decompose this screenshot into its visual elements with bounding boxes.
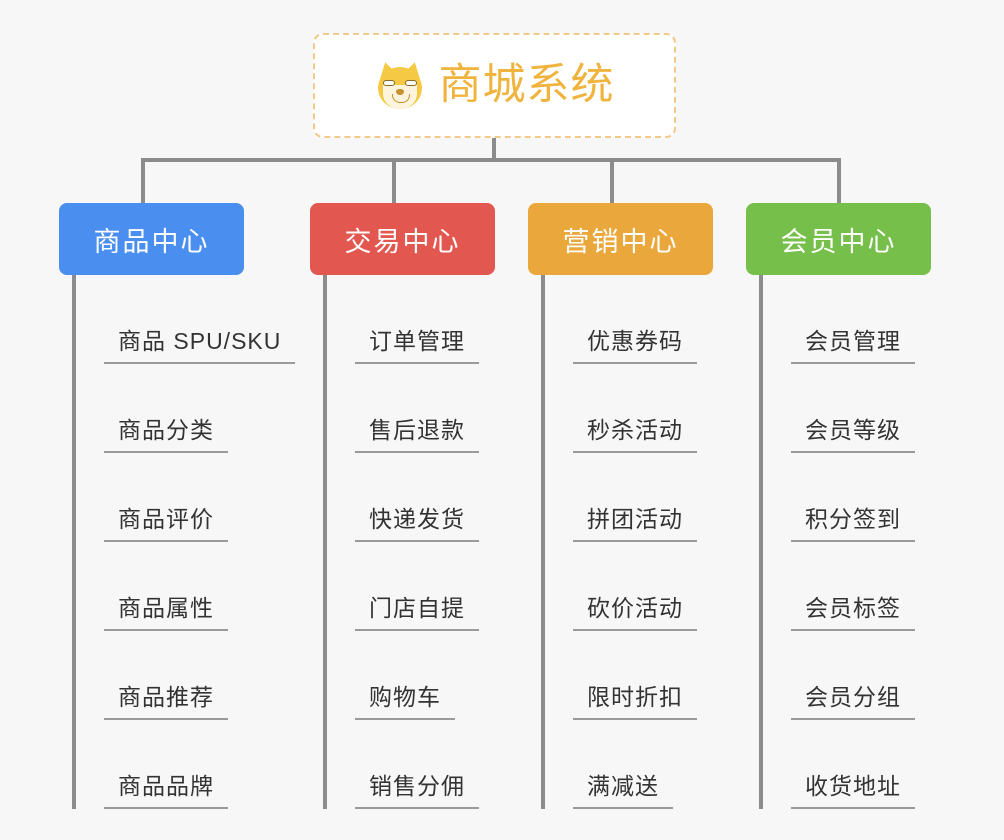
list-item[interactable]: 商品 SPU/SKU — [59, 275, 296, 364]
list-item-label: 商品评价 — [104, 500, 228, 542]
list-item-label: 商品属性 — [104, 589, 228, 631]
list-item-label: 销售分佣 — [355, 767, 479, 809]
list-item-label: 门店自提 — [355, 589, 479, 631]
list-item[interactable]: 拼团活动 — [528, 453, 713, 542]
connector-drop-3 — [610, 158, 614, 205]
list-item-label: 商品分类 — [104, 411, 228, 453]
connector-drop-1 — [141, 158, 145, 205]
root-title: 商城系统 — [438, 61, 615, 109]
connector-drop-2 — [392, 158, 396, 205]
list-item[interactable]: 商品分类 — [59, 364, 295, 453]
list-item-label: 限时折扣 — [573, 678, 697, 720]
list-item[interactable]: 会员管理 — [746, 275, 931, 364]
category-header-label: 会员中心 — [780, 226, 897, 257]
category-header-3[interactable]: 营销中心 — [528, 203, 713, 275]
list-item[interactable]: 会员分组 — [746, 631, 931, 720]
connector-horizontal-bus — [141, 158, 841, 162]
list-item-label: 商品 SPU/SKU — [104, 322, 296, 364]
category-column-3: 营销中心 优惠券码 秒杀活动 拼团活动 砍价活动 限时折扣 满减送 — [528, 203, 713, 809]
category-header-4[interactable]: 会员中心 — [746, 203, 931, 275]
list-item[interactable]: 销售分佣 — [310, 720, 495, 809]
list-item[interactable]: 订单管理 — [310, 275, 495, 364]
list-item-label: 会员管理 — [791, 322, 915, 364]
list-item[interactable]: 积分签到 — [746, 453, 931, 542]
list-item[interactable]: 秒杀活动 — [528, 364, 713, 453]
list-item-label: 购物车 — [355, 678, 455, 720]
list-item[interactable]: 限时折扣 — [528, 631, 713, 720]
category-header-label: 交易中心 — [344, 226, 461, 257]
list-item[interactable]: 会员等级 — [746, 364, 931, 453]
trunk-line-4 — [759, 275, 763, 809]
list-item[interactable]: 商品属性 — [59, 542, 295, 631]
list-item-label: 拼团活动 — [573, 500, 697, 542]
list-item[interactable]: 售后退款 — [310, 364, 495, 453]
list-item[interactable]: 商品推荐 — [59, 631, 295, 720]
list-item-label: 秒杀活动 — [573, 411, 697, 453]
list-item[interactable]: 商品评价 — [59, 453, 295, 542]
list-item-label: 商品推荐 — [104, 678, 228, 720]
list-item-label: 积分签到 — [791, 500, 915, 542]
category-items-4: 会员管理 会员等级 积分签到 会员标签 会员分组 收货地址 — [746, 275, 931, 809]
list-item-label: 商品品牌 — [104, 767, 228, 809]
list-item[interactable]: 优惠券码 — [528, 275, 713, 364]
list-item-label: 优惠券码 — [573, 322, 697, 364]
list-item-label: 收货地址 — [791, 767, 915, 809]
trunk-line-3 — [541, 275, 545, 809]
list-item-label: 快递发货 — [355, 500, 479, 542]
category-items-3: 优惠券码 秒杀活动 拼团活动 砍价活动 限时折扣 满减送 — [528, 275, 713, 809]
list-item-label: 售后退款 — [355, 411, 479, 453]
category-header-label: 商品中心 — [93, 226, 210, 257]
root-node[interactable]: 商城系统 — [313, 33, 676, 138]
category-column-1: 商品中心 商品 SPU/SKU 商品分类 商品评价 商品属性 商品推荐 商品品牌 — [59, 203, 296, 809]
list-item[interactable]: 满减送 — [528, 720, 713, 809]
category-items-2: 订单管理 售后退款 快递发货 门店自提 购物车 销售分佣 — [310, 275, 495, 809]
category-header-2[interactable]: 交易中心 — [310, 203, 495, 275]
list-item-label: 会员分组 — [791, 678, 915, 720]
category-column-2: 交易中心 订单管理 售后退款 快递发货 门店自提 购物车 销售分佣 — [310, 203, 495, 809]
trunk-line-2 — [323, 275, 327, 809]
list-item[interactable]: 快递发货 — [310, 453, 495, 542]
list-item[interactable]: 门店自提 — [310, 542, 495, 631]
list-item[interactable]: 会员标签 — [746, 542, 931, 631]
list-item-label: 会员等级 — [791, 411, 915, 453]
list-item-label: 会员标签 — [791, 589, 915, 631]
list-item-label: 满减送 — [573, 767, 673, 809]
category-items-1: 商品 SPU/SKU 商品分类 商品评价 商品属性 商品推荐 商品品牌 — [59, 275, 296, 809]
trunk-line-1 — [72, 275, 76, 809]
connector-drop-4 — [837, 158, 841, 205]
category-column-4: 会员中心 会员管理 会员等级 积分签到 会员标签 会员分组 收货地址 — [746, 203, 931, 809]
shiba-dog-icon — [375, 59, 425, 111]
list-item[interactable]: 购物车 — [310, 631, 495, 720]
list-item[interactable]: 砍价活动 — [528, 542, 713, 631]
list-item[interactable]: 收货地址 — [746, 720, 931, 809]
list-item-label: 砍价活动 — [573, 589, 697, 631]
category-header-1[interactable]: 商品中心 — [59, 203, 244, 275]
list-item[interactable]: 商品品牌 — [59, 720, 295, 809]
connector-root-stem — [492, 138, 496, 162]
list-item-label: 订单管理 — [355, 322, 479, 364]
root-node-content: 商城系统 — [375, 59, 615, 111]
category-header-label: 营销中心 — [562, 226, 679, 257]
